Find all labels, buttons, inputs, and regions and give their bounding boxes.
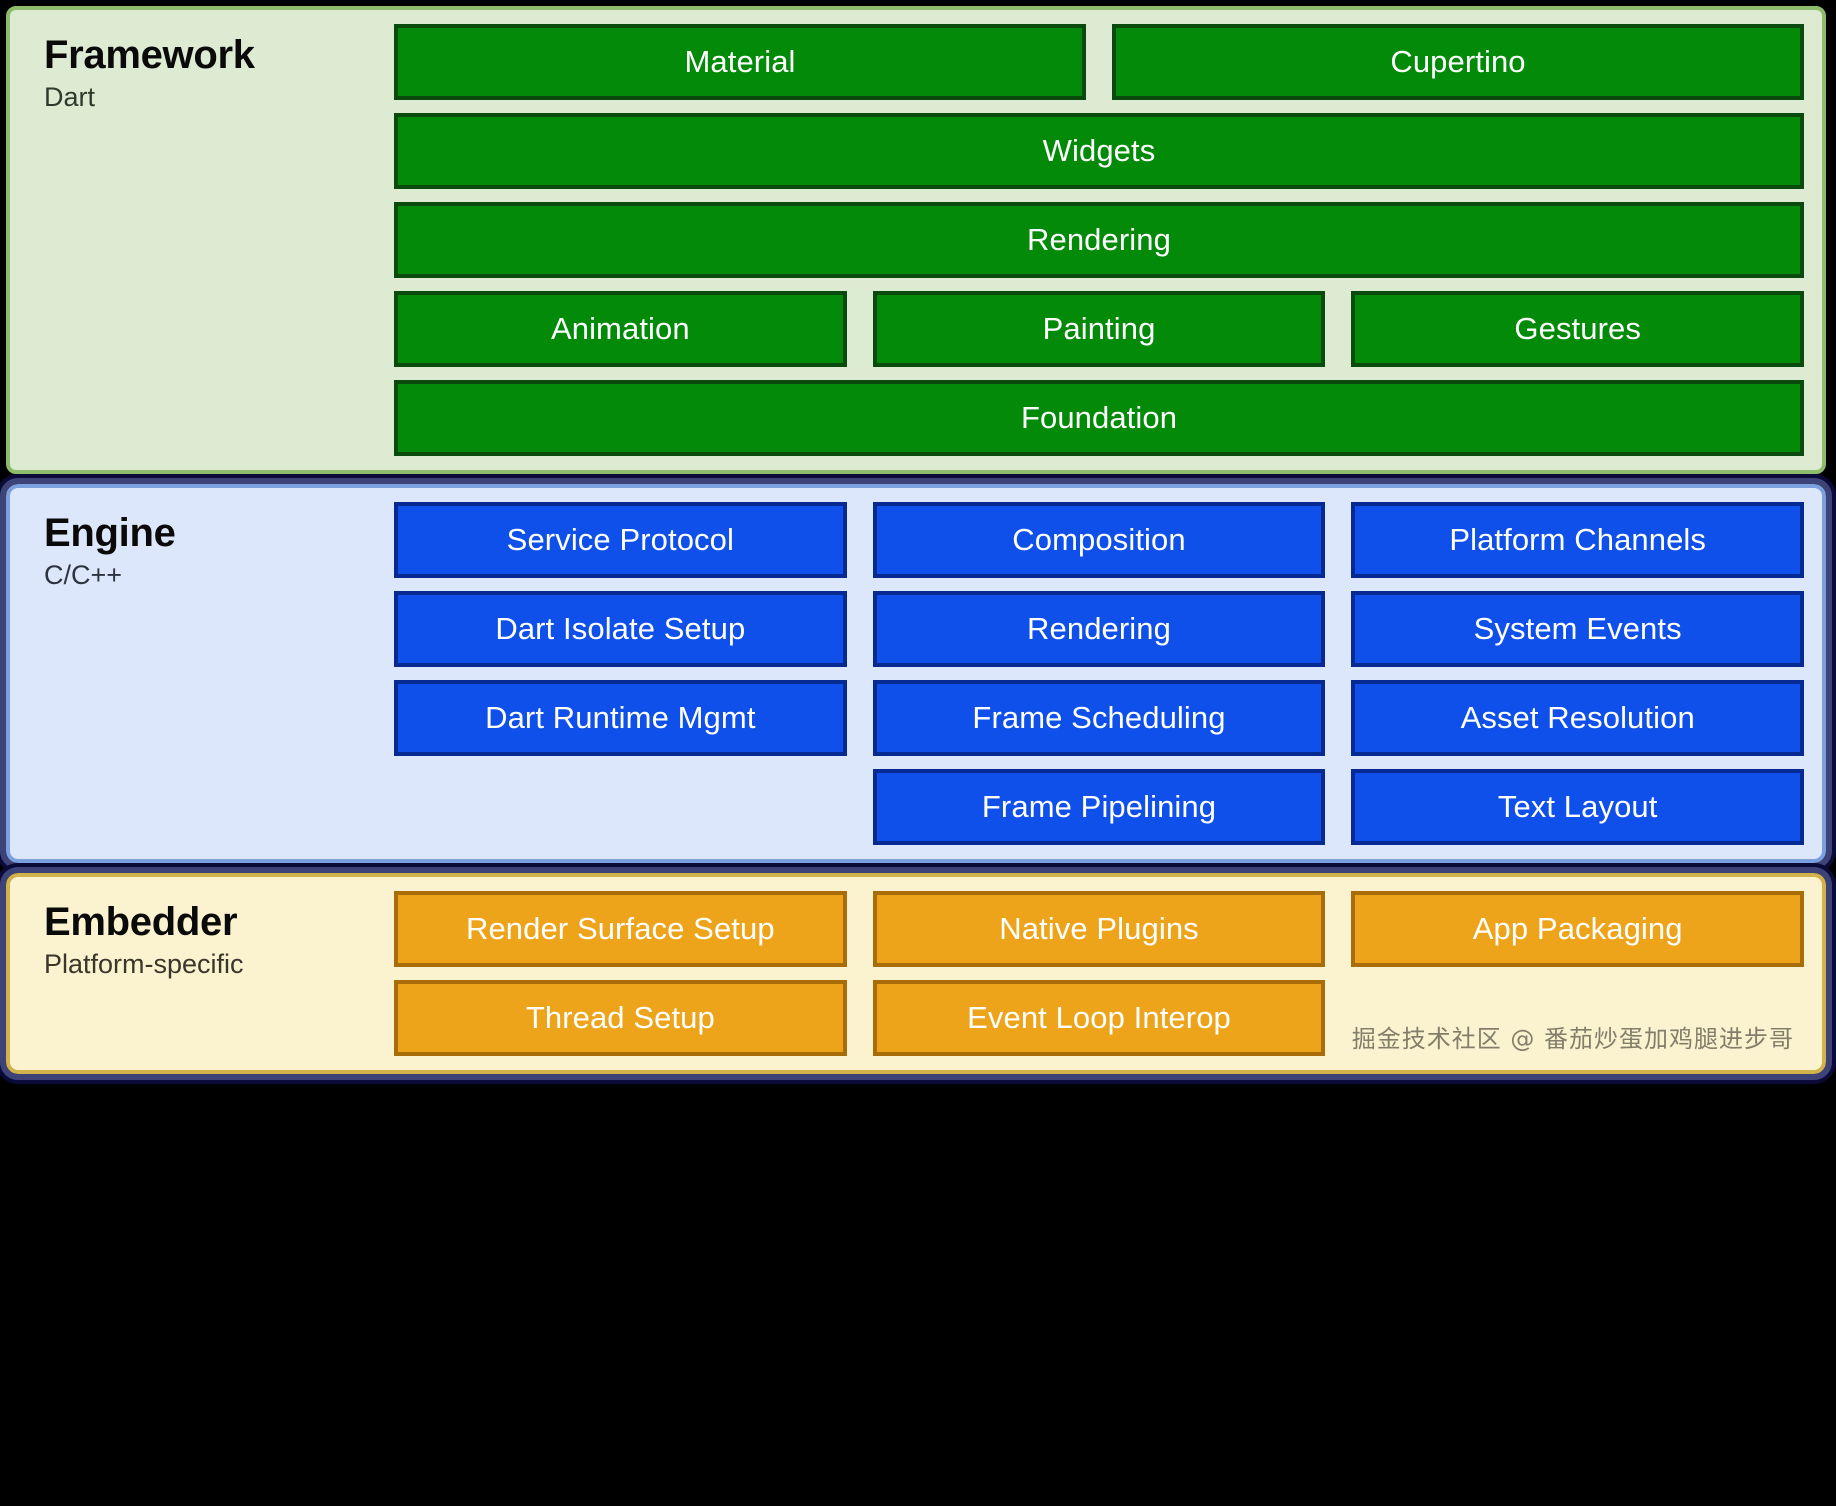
layer-embedder-subtitle: Platform-specific — [44, 949, 244, 980]
box-composition[interactable]: Composition — [872, 502, 1326, 578]
box-frame-scheduling[interactable]: Frame Scheduling — [872, 680, 1326, 756]
layer-engine-subtitle: C/C++ — [44, 560, 123, 591]
layer-framework-heading: Framework Dart — [30, 24, 394, 115]
box-animation[interactable]: Animation — [394, 291, 847, 367]
embedder-row-1: Render Surface Setup Native Plugins App … — [394, 891, 1805, 967]
framework-row-5: Foundation — [394, 380, 1804, 456]
framework-row-2: Widgets — [394, 113, 1804, 189]
layer-embedder-heading: Embedder Platform-specific — [30, 891, 394, 982]
box-cupertino[interactable]: Cupertino — [1112, 24, 1804, 100]
box-dart-isolate-setup[interactable]: Dart Isolate Setup — [394, 591, 847, 667]
layer-engine-heading: Engine C/C++ — [30, 502, 394, 593]
box-dart-runtime-mgmt[interactable]: Dart Runtime Mgmt — [394, 680, 847, 756]
layer-embedder-title: Embedder — [44, 900, 238, 944]
box-asset-resolution[interactable]: Asset Resolution — [1351, 680, 1805, 756]
framework-row-4: Animation Painting Gestures — [394, 291, 1805, 367]
box-foundation[interactable]: Foundation — [394, 380, 1804, 456]
layer-embedder-body: Render Surface Setup Native Plugins App … — [394, 891, 1805, 1056]
engine-row-2: Dart Isolate Setup Rendering System Even… — [394, 591, 1805, 667]
layer-framework-body: Material Cupertino Widgets Rendering Ani… — [394, 24, 1805, 456]
framework-row-3: Rendering — [394, 202, 1804, 278]
box-event-loop-interop[interactable]: Event Loop Interop — [872, 980, 1326, 1056]
box-native-plugins[interactable]: Native Plugins — [872, 891, 1326, 967]
box-render-surface-setup[interactable]: Render Surface Setup — [394, 891, 847, 967]
box-material[interactable]: Material — [394, 24, 1086, 100]
box-rendering-framework[interactable]: Rendering — [394, 202, 1804, 278]
box-widgets[interactable]: Widgets — [394, 113, 1804, 189]
box-app-packaging[interactable]: App Packaging — [1351, 891, 1805, 967]
layer-framework-subtitle: Dart — [44, 82, 96, 113]
box-text-layout[interactable]: Text Layout — [1351, 769, 1805, 845]
layer-engine-title: Engine — [44, 511, 176, 555]
engine-row-4: Frame Pipelining Text Layout — [394, 769, 1805, 845]
embedder-row-2: Thread Setup Event Loop Interop — [394, 980, 1804, 1056]
layer-embedder: Embedder Platform-specific Render Surfac… — [0, 867, 1832, 1080]
box-frame-pipelining[interactable]: Frame Pipelining — [872, 769, 1326, 845]
engine-row-1: Service Protocol Composition Platform Ch… — [394, 502, 1805, 578]
watermark: 掘金技术社区 @ 番茄炒蛋加鸡腿进步哥 — [1351, 1025, 1794, 1053]
box-gestures[interactable]: Gestures — [1351, 291, 1805, 367]
box-painting[interactable]: Painting — [872, 291, 1326, 367]
box-platform-channels[interactable]: Platform Channels — [1351, 502, 1805, 578]
layer-engine: Engine C/C++ Service Protocol Compositio… — [0, 478, 1832, 869]
layer-framework: Framework Dart Material Cupertino Widget… — [6, 6, 1826, 474]
box-thread-setup[interactable]: Thread Setup — [394, 980, 847, 1056]
box-system-events[interactable]: System Events — [1351, 591, 1805, 667]
framework-row-1: Material Cupertino — [394, 24, 1804, 100]
layer-engine-body: Service Protocol Composition Platform Ch… — [394, 502, 1805, 845]
box-service-protocol[interactable]: Service Protocol — [394, 502, 847, 578]
layer-framework-title: Framework — [44, 33, 255, 77]
engine-row-3: Dart Runtime Mgmt Frame Scheduling Asset… — [394, 680, 1805, 756]
box-rendering-engine[interactable]: Rendering — [872, 591, 1326, 667]
